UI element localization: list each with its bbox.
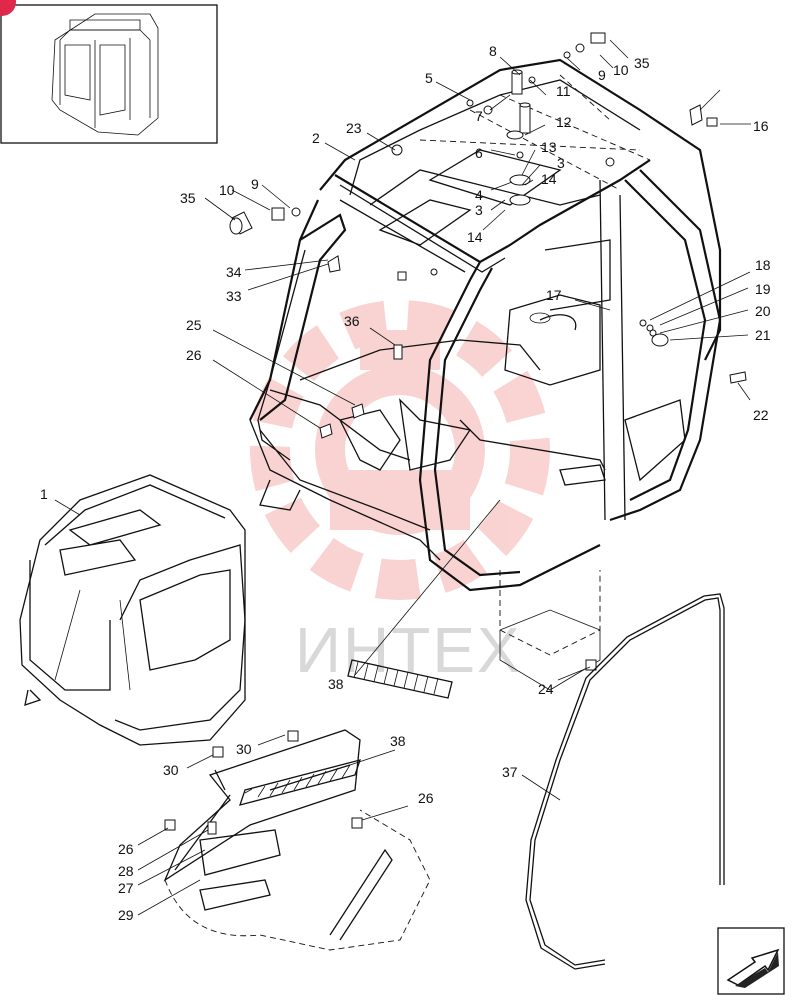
callout-10b: 10 <box>219 182 235 198</box>
callout-7: 7 <box>475 108 483 124</box>
callout-18: 18 <box>755 257 771 273</box>
callout-30b: 30 <box>163 762 179 778</box>
callout-37: 37 <box>502 764 518 780</box>
floor-panel-detail <box>163 729 431 951</box>
inset-badge <box>0 0 16 16</box>
callout-33: 33 <box>226 288 242 304</box>
callout-23: 23 <box>346 120 362 136</box>
callout-27: 27 <box>118 880 134 896</box>
callout-19: 19 <box>755 281 771 297</box>
callout-20: 20 <box>755 303 771 319</box>
assembled-cab-thumbnail <box>19 474 246 746</box>
right-hardware <box>585 319 747 671</box>
callout-labels: 8 5 11 9 10 35 7 2 23 12 16 6 13 3 14 4 … <box>40 43 771 923</box>
callout-30: 30 <box>236 741 252 757</box>
roof-hardware <box>391 32 721 206</box>
callout-26: 26 <box>186 347 202 363</box>
inset-thumbnail <box>0 0 218 144</box>
callout-leaders <box>54 39 751 916</box>
callout-28: 28 <box>118 863 134 879</box>
cab-frame <box>249 58 722 592</box>
callout-14b: 14 <box>467 229 483 245</box>
callout-12: 12 <box>556 114 572 130</box>
seat-box <box>499 570 601 691</box>
callout-36: 36 <box>344 313 360 329</box>
callout-35: 35 <box>634 55 650 71</box>
seal-strip-38 <box>347 659 453 699</box>
callout-34: 34 <box>226 264 242 280</box>
callout-38: 38 <box>328 676 344 692</box>
callout-8: 8 <box>489 43 497 59</box>
callout-35b: 35 <box>180 190 196 206</box>
callout-1: 1 <box>40 486 48 502</box>
callout-6: 6 <box>475 145 483 161</box>
callout-21: 21 <box>755 327 771 343</box>
callout-10: 10 <box>613 62 629 78</box>
door-gasket-37 <box>525 593 725 970</box>
callout-38b: 38 <box>390 733 406 749</box>
callout-2: 2 <box>312 130 320 146</box>
callout-3b: 3 <box>475 202 483 218</box>
callout-9b: 9 <box>251 176 259 192</box>
callout-26c: 26 <box>118 841 134 857</box>
callout-25: 25 <box>186 317 202 333</box>
callout-24: 24 <box>538 681 554 697</box>
callout-22: 22 <box>753 407 769 423</box>
callout-17: 17 <box>546 287 562 303</box>
callout-14: 14 <box>541 171 557 187</box>
callout-4: 4 <box>475 187 483 203</box>
watermark-gear-logo <box>250 300 550 600</box>
next-page-arrow[interactable] <box>717 927 785 995</box>
callout-3: 3 <box>557 155 565 171</box>
callout-13: 13 <box>541 139 557 155</box>
callout-29: 29 <box>118 907 134 923</box>
callout-9: 9 <box>598 67 606 83</box>
left-hardware <box>229 207 438 439</box>
callout-26b: 26 <box>418 790 434 806</box>
callout-5: 5 <box>425 70 433 86</box>
callout-16: 16 <box>753 118 769 134</box>
callout-11: 11 <box>556 83 571 99</box>
